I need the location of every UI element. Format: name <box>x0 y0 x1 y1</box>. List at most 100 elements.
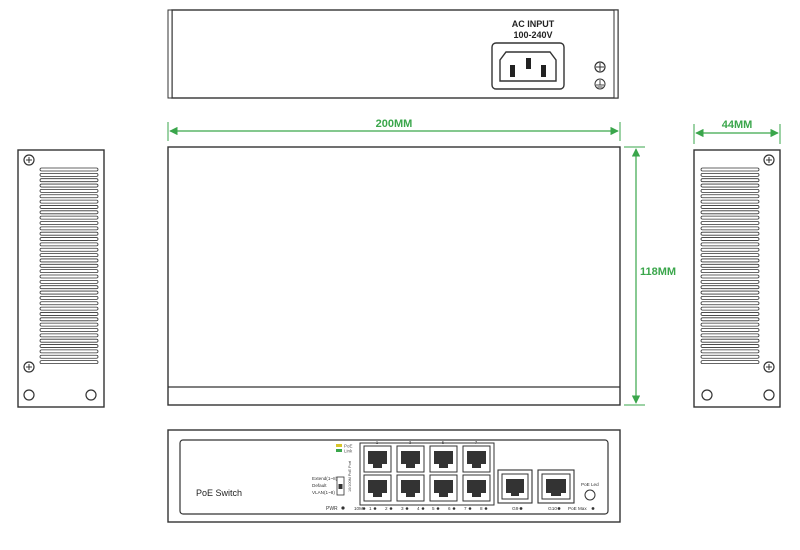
width-dimension: 200MM <box>167 118 621 141</box>
link-led-legend-swatch <box>336 449 342 452</box>
mode-extend-label: Extend(1~8) <box>312 476 338 481</box>
vent-slot <box>39 333 99 338</box>
poe-legend-text: PoE <box>344 444 353 449</box>
vent-slot <box>39 194 99 199</box>
vent-slot <box>39 172 99 177</box>
poe-max-button[interactable] <box>584 489 596 501</box>
port-led-icon <box>405 507 409 510</box>
vent-slot <box>39 328 99 332</box>
uplink-port-g9[interactable] <box>497 469 533 504</box>
vent-slot <box>700 237 760 241</box>
vent-slot <box>700 349 760 354</box>
vent-slot <box>700 205 760 209</box>
vent-slot <box>39 253 99 258</box>
port-number-bottom: 2 <box>385 506 388 511</box>
poe-port[interactable] <box>363 445 392 473</box>
poe-port[interactable] <box>429 474 458 502</box>
top-view <box>167 146 621 406</box>
right-side-view <box>693 149 781 408</box>
vent-slot <box>39 231 99 236</box>
poe-port[interactable] <box>429 445 458 473</box>
vent-slot <box>39 322 99 327</box>
vent-slot <box>700 199 760 204</box>
poe-port[interactable] <box>396 474 425 502</box>
vent-slot <box>700 188 760 193</box>
vent-slot <box>700 317 760 322</box>
port-led-icon <box>468 507 472 510</box>
vent-slot <box>39 242 99 247</box>
vent-slot <box>700 263 760 268</box>
front-panel: PoE Switch PoE Link 10/100M PoE Port Ext… <box>167 429 621 523</box>
vent-slot <box>39 237 99 241</box>
screw-icon <box>23 154 35 166</box>
port-led-icon <box>452 507 456 510</box>
poe-port[interactable] <box>462 445 491 473</box>
vent-slot <box>700 301 760 306</box>
port-number-top: 1 <box>376 440 379 445</box>
depth-dimension: 118MM <box>624 146 676 406</box>
left-side-view <box>17 149 105 408</box>
vent-slot <box>700 285 760 290</box>
vent-slot <box>700 247 760 252</box>
vent-slot <box>700 210 760 215</box>
vent-slot <box>39 167 99 172</box>
vent-slot <box>700 312 760 316</box>
poe-port[interactable] <box>363 474 392 502</box>
port-led-icon <box>389 507 393 510</box>
screw-icon <box>23 361 35 373</box>
mode-vlan-label: VLAN(1~8) <box>312 490 335 495</box>
device-label: PoE Switch <box>196 488 242 498</box>
vent-slot <box>700 279 760 284</box>
mount-hole-icon <box>701 389 713 401</box>
port-led-icon <box>362 507 366 510</box>
vent-slot <box>700 221 760 225</box>
vent-slot <box>700 226 760 231</box>
port-number-bottom: 3 <box>401 506 404 511</box>
vent-slot <box>700 360 760 365</box>
vent-slot <box>700 354 760 359</box>
pwr-label: PWR <box>326 506 338 512</box>
vent-slot <box>39 312 99 316</box>
vent-slot <box>39 269 99 274</box>
vent-slot <box>39 205 99 209</box>
poe-led-label: PoE Led <box>581 482 599 487</box>
vent-slot <box>39 360 99 365</box>
vent-slot <box>39 215 99 220</box>
port-led-icon <box>373 507 377 510</box>
vent-slot <box>700 194 760 199</box>
poe-port[interactable] <box>396 445 425 473</box>
vent-slot <box>39 285 99 290</box>
port-number-bottom: 5 <box>432 506 435 511</box>
mount-hole-icon <box>23 389 35 401</box>
pwr-led-icon <box>341 506 345 510</box>
mode-switch[interactable] <box>336 476 345 496</box>
vent-slot <box>700 172 760 177</box>
vent-slot <box>700 322 760 327</box>
poe-port[interactable] <box>462 474 491 502</box>
vent-slot <box>39 226 99 231</box>
port-led-icon <box>421 507 425 510</box>
uplink-g10-led-icon <box>557 507 561 510</box>
poe-port-group <box>359 442 495 506</box>
port-number-top: 7 <box>475 440 478 445</box>
port-number-bottom: 4 <box>417 506 420 511</box>
port-number-bottom: 6 <box>448 506 451 511</box>
speed-label: 10/100M PoE Port <box>348 460 352 492</box>
vent-slot <box>700 328 760 332</box>
vent-slot <box>39 338 99 343</box>
vent-slot <box>700 183 760 188</box>
vent-slot <box>39 306 99 311</box>
vent-slot <box>39 210 99 215</box>
uplink-g9-led-icon <box>519 507 523 510</box>
depth-label: 118MM <box>640 266 676 278</box>
screw-icon <box>763 361 775 373</box>
mount-hole-icon <box>763 389 775 401</box>
ac-input-title: AC INPUT <box>512 19 555 29</box>
vent-slot <box>700 269 760 274</box>
poe-led-legend-swatch <box>336 444 342 447</box>
height-label: 44MM <box>722 119 753 131</box>
vent-slots-right <box>700 167 760 365</box>
mount-hole-icon <box>85 389 97 401</box>
uplink-port-g10[interactable] <box>537 469 575 504</box>
